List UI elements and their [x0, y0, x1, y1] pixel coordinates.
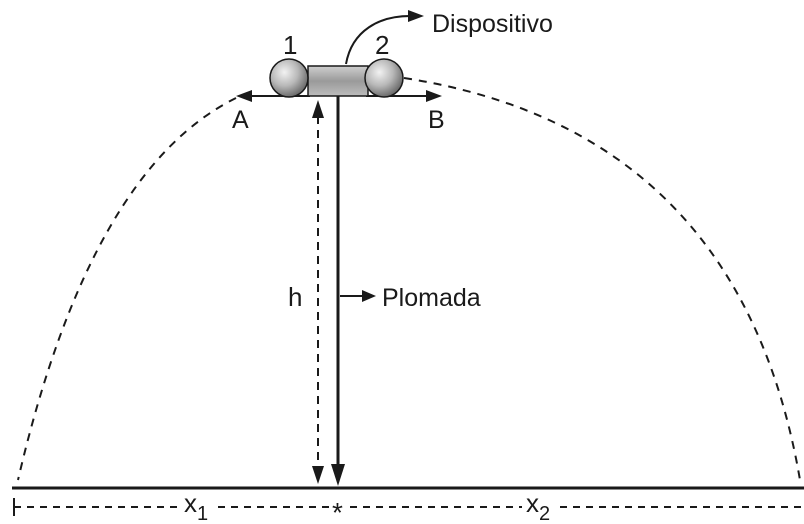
label-ball-1: 1: [283, 30, 297, 60]
ball-2: [364, 58, 404, 98]
label-device: Dispositivo: [432, 10, 553, 38]
label-x1: x1: [184, 488, 208, 524]
plomada-pointer-arrow: [362, 290, 376, 302]
label-x1-sub: 1: [197, 503, 208, 524]
arrow-to-a-head: [236, 90, 252, 102]
trajectory-left-dashed: [17, 97, 237, 481]
arrow-to-b-head: [426, 90, 442, 102]
label-x2-sub: 2: [539, 503, 550, 524]
trajectory-right-dashed: [403, 77, 801, 481]
label-impact-marker: *: [332, 497, 343, 524]
label-plumb-line: Plomada: [382, 284, 481, 312]
device-pointer-arrow: [408, 10, 424, 22]
label-height: h: [288, 282, 302, 312]
label-x2: x2: [526, 488, 550, 524]
label-x1-base: x: [184, 488, 197, 518]
label-x2-base: x: [526, 488, 539, 518]
height-arrow-top: [312, 100, 324, 118]
device-pointer-curve: [345, 15, 411, 65]
label-point-a: A: [232, 106, 249, 134]
device-body: [307, 65, 369, 97]
ball-1: [269, 58, 309, 98]
label-ball-2: 2: [375, 30, 389, 60]
label-point-b: B: [428, 106, 445, 134]
plumb-line-arrow: [331, 464, 345, 486]
height-arrow-bottom: [312, 466, 324, 484]
